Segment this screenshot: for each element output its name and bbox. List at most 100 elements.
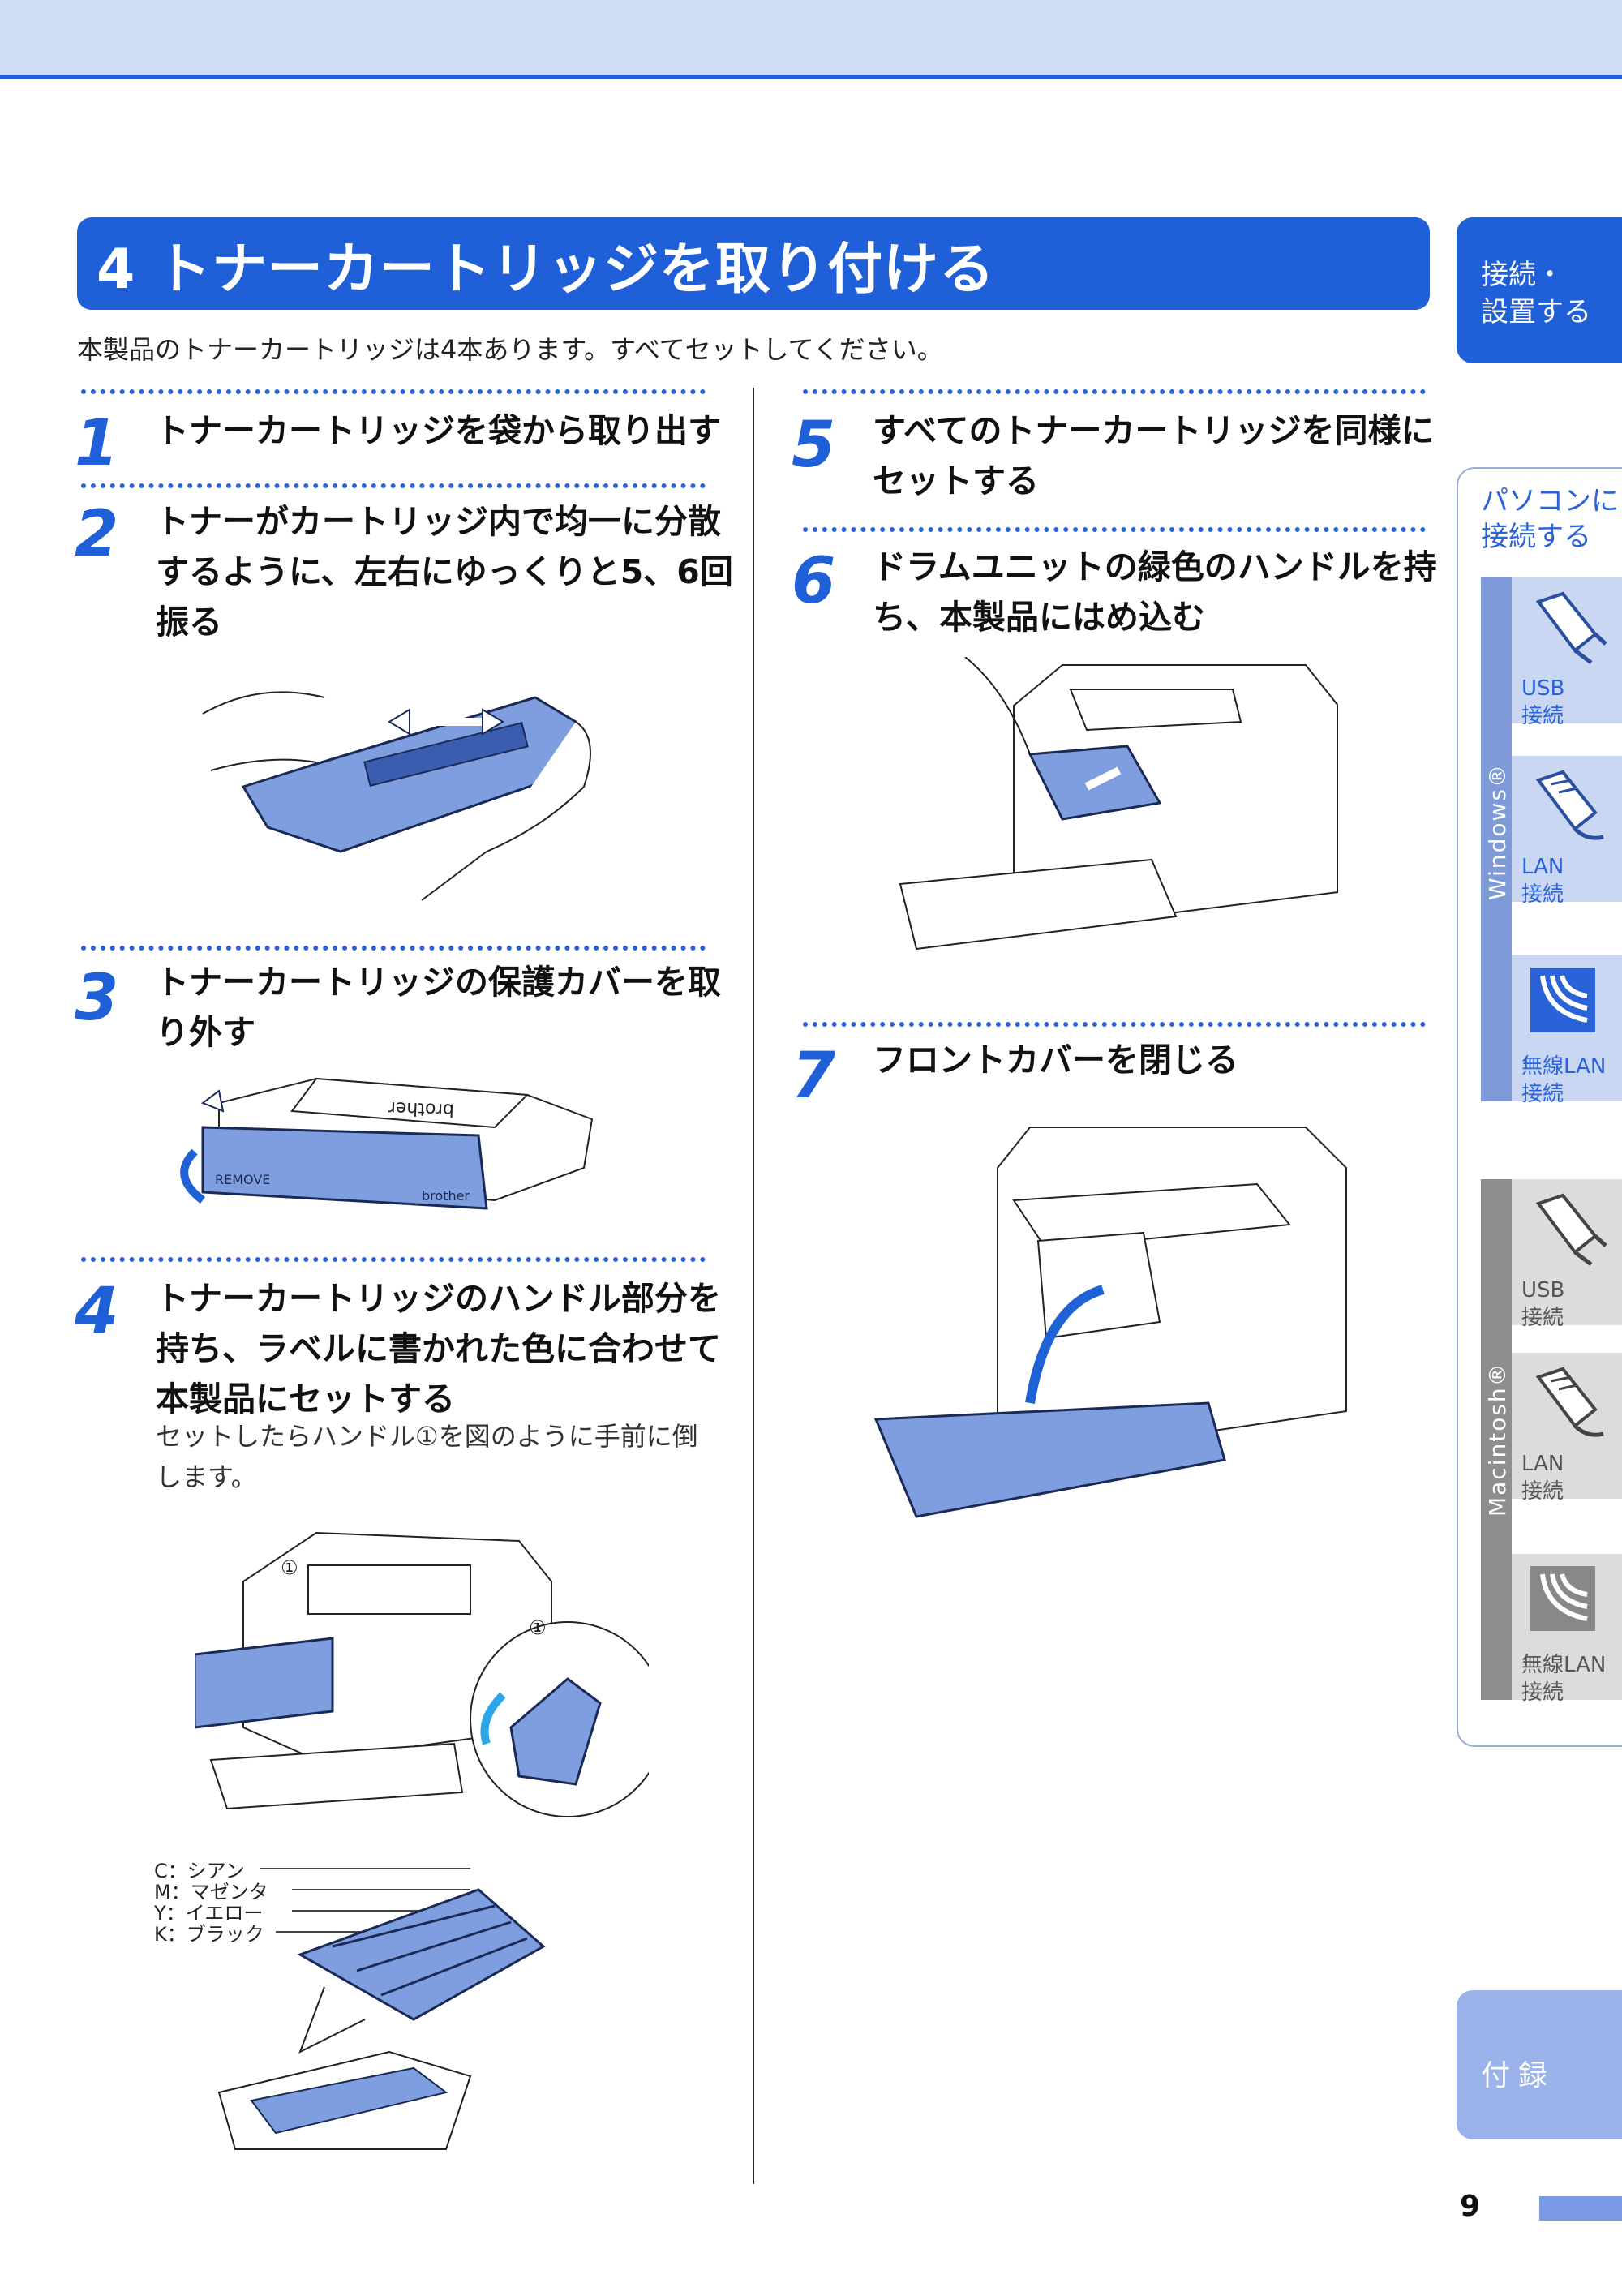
tab-item-label-line: 接続 [1521,1479,1564,1504]
step-number: 6 [792,545,836,618]
column-divider [753,388,754,2184]
tab-mac-lan[interactable]: LAN 接続 [1512,1353,1622,1504]
lan-plug-icon [1535,1367,1604,1437]
step-note-line: します。 [156,1461,257,1492]
tab-item-label-line: 接続 [1521,1306,1564,1330]
step-number: 7 [792,1040,836,1113]
cartridge-brand-label: brother [387,1097,454,1120]
step-text-line: 振る [156,603,222,642]
tab-item-label-line: USB [1521,1278,1565,1302]
step-text-line: セットする [873,461,1039,500]
dotted-divider [81,946,706,951]
top-rule [0,75,1622,79]
tab-item-label-line: 無線LAN [1521,1653,1607,1677]
dotted-divider [803,389,1426,394]
step-text-line: するように、左右にゆっくりと5、6回 [156,552,733,591]
mac-label: Macintosh® [1484,1362,1511,1517]
step-text-line: 本製品にセットする [156,1380,455,1418]
tab-windows-wireless-lan[interactable]: 無線LAN 接続 [1512,955,1622,1106]
windows-bar [1481,577,1512,1101]
section-title-bar: 4 トナーカートリッジを取り付ける [77,217,1430,310]
tab-mac-wireless-lan[interactable]: 無線LAN 接続 [1512,1554,1622,1705]
tab-item-label-line: LAN [1521,855,1564,879]
step-text-line: トナーがカートリッジ内で均一に分散 [156,502,721,541]
step-number: 2 [75,498,119,571]
step-text: すべてのトナーカートリッジを同様に セットする [873,406,1435,506]
wireless-icon [1530,968,1595,1032]
step-number: 3 [75,962,119,1035]
usb-plug-icon [1535,1193,1607,1266]
tab-item-label-line: LAN [1521,1452,1564,1476]
step-text-line: トナーカートリッジの保護カバーを取 [156,963,721,1002]
cover-brand-label: brother [422,1188,470,1204]
step-text: トナーカートリッジを袋から取り出す [156,411,721,450]
tab-appendix-label: 付録 [1481,2059,1556,2092]
color-label-black: K：ブラック [154,1923,264,1946]
drum-slots-illustration [217,1868,546,2150]
usb-plug-icon [1535,591,1607,664]
tab-windows-lan[interactable]: LAN 接続 [1512,756,1622,907]
install-cartridge-illustration [195,1531,649,1817]
wireless-icon [1530,1566,1595,1631]
tab-connect-setup[interactable]: 接続・ 設置する [1457,217,1622,363]
tab-item-label-line: 接続 [1521,882,1564,907]
step-text-line: ち、本製品にはめ込む [873,598,1205,637]
step-text: トナーがカートリッジ内で均一に分散 するように、左右にゆっくりと5、6回 振る [156,496,733,647]
insert-drum-illustration [899,657,1338,951]
tab-label: 接続・ [1481,259,1564,291]
step-text: ドラムユニットの緑色のハンドルを持 ち、本製品にはめ込む [873,542,1437,642]
step-number: 5 [792,409,836,482]
color-label-cyan: C：シアン [154,1860,245,1882]
step-note-line: セットしたらハンドル①を図のように手前に倒 [156,1421,698,1452]
tab-mac-usb[interactable]: USB 接続 [1512,1179,1622,1330]
step-note: セットしたらハンドル①を図のように手前に倒 します。 [156,1416,698,1497]
tab-item-label: USB 接続 [1521,1277,1564,1332]
step-number: 4 [75,1275,119,1348]
step-text: トナーカートリッジのハンドル部分を 持ち、ラベルに書かれた色に合わせて 本製品に… [156,1273,721,1424]
tab-item-label-line: 接続 [1521,704,1564,728]
page-title: 4 トナーカートリッジを取り付ける [97,237,995,302]
remove-cover-illustration: brother REMOVE brother [180,1077,594,1210]
tab-label: 設置する [1481,296,1591,328]
lan-plug-icon [1535,770,1604,840]
tab-item-label: LAN 接続 [1521,1450,1564,1505]
intro-text: 本製品のトナーカートリッジは4本あります。すべてセットしてください。 [77,334,943,365]
mac-bar [1481,1179,1512,1700]
step-text-line: り外す [156,1013,255,1052]
tab-item-label: 無線LAN 接続 [1521,1651,1606,1706]
step-text: トナーカートリッジの保護カバーを取 り外す [156,957,721,1058]
page-number-bar [1539,2196,1622,2221]
close-front-cover-illustration [873,1127,1347,1518]
windows-label: Windows® [1484,763,1511,900]
dotted-divider [803,527,1426,532]
dotted-divider [803,1022,1426,1027]
color-label-magenta: M：マゼンタ [154,1881,268,1903]
tab-item-label-line: USB [1521,676,1565,701]
step-text-line: 持ち、ラベルに書かれた色に合わせて [156,1329,721,1368]
handle-callout: ① [529,1616,547,1639]
tab-windows-usb[interactable]: USB 接続 [1512,577,1622,728]
step-text-line: ドラムユニットの緑色のハンドルを持 [873,547,1437,586]
dotted-divider [81,389,706,394]
color-label-yellow: Y：イエロー [154,1902,264,1925]
dotted-divider [81,1257,706,1262]
tab-item-label: 無線LAN 接続 [1521,1053,1606,1108]
tab-item-label: LAN 接続 [1521,853,1564,908]
handle-callout: ① [281,1556,298,1579]
step-number: 1 [75,407,119,480]
dotted-divider [81,483,706,488]
tab-item-label-line: 無線LAN [1521,1054,1607,1079]
tab-item-label-line: 接続 [1521,1680,1564,1705]
step-text-line: トナーカートリッジのハンドル部分を [156,1279,721,1318]
page-number: 9 [1460,2190,1481,2223]
tab-item-label-line: 接続 [1521,1082,1564,1106]
tab-group-title-line: パソコンに [1481,485,1619,517]
cover-remove-label: REMOVE [215,1172,270,1187]
tab-group-title: パソコンに 接続する [1481,483,1619,555]
tab-appendix[interactable]: 付録 [1457,1990,1622,2139]
step-text-line: すべてのトナーカートリッジを同様に [873,411,1435,450]
top-band [0,0,1622,75]
shake-cartridge-illustration [202,691,591,901]
tab-group-title-line: 接続する [1481,521,1591,553]
step-text: フロントカバーを閉じる [873,1041,1238,1079]
